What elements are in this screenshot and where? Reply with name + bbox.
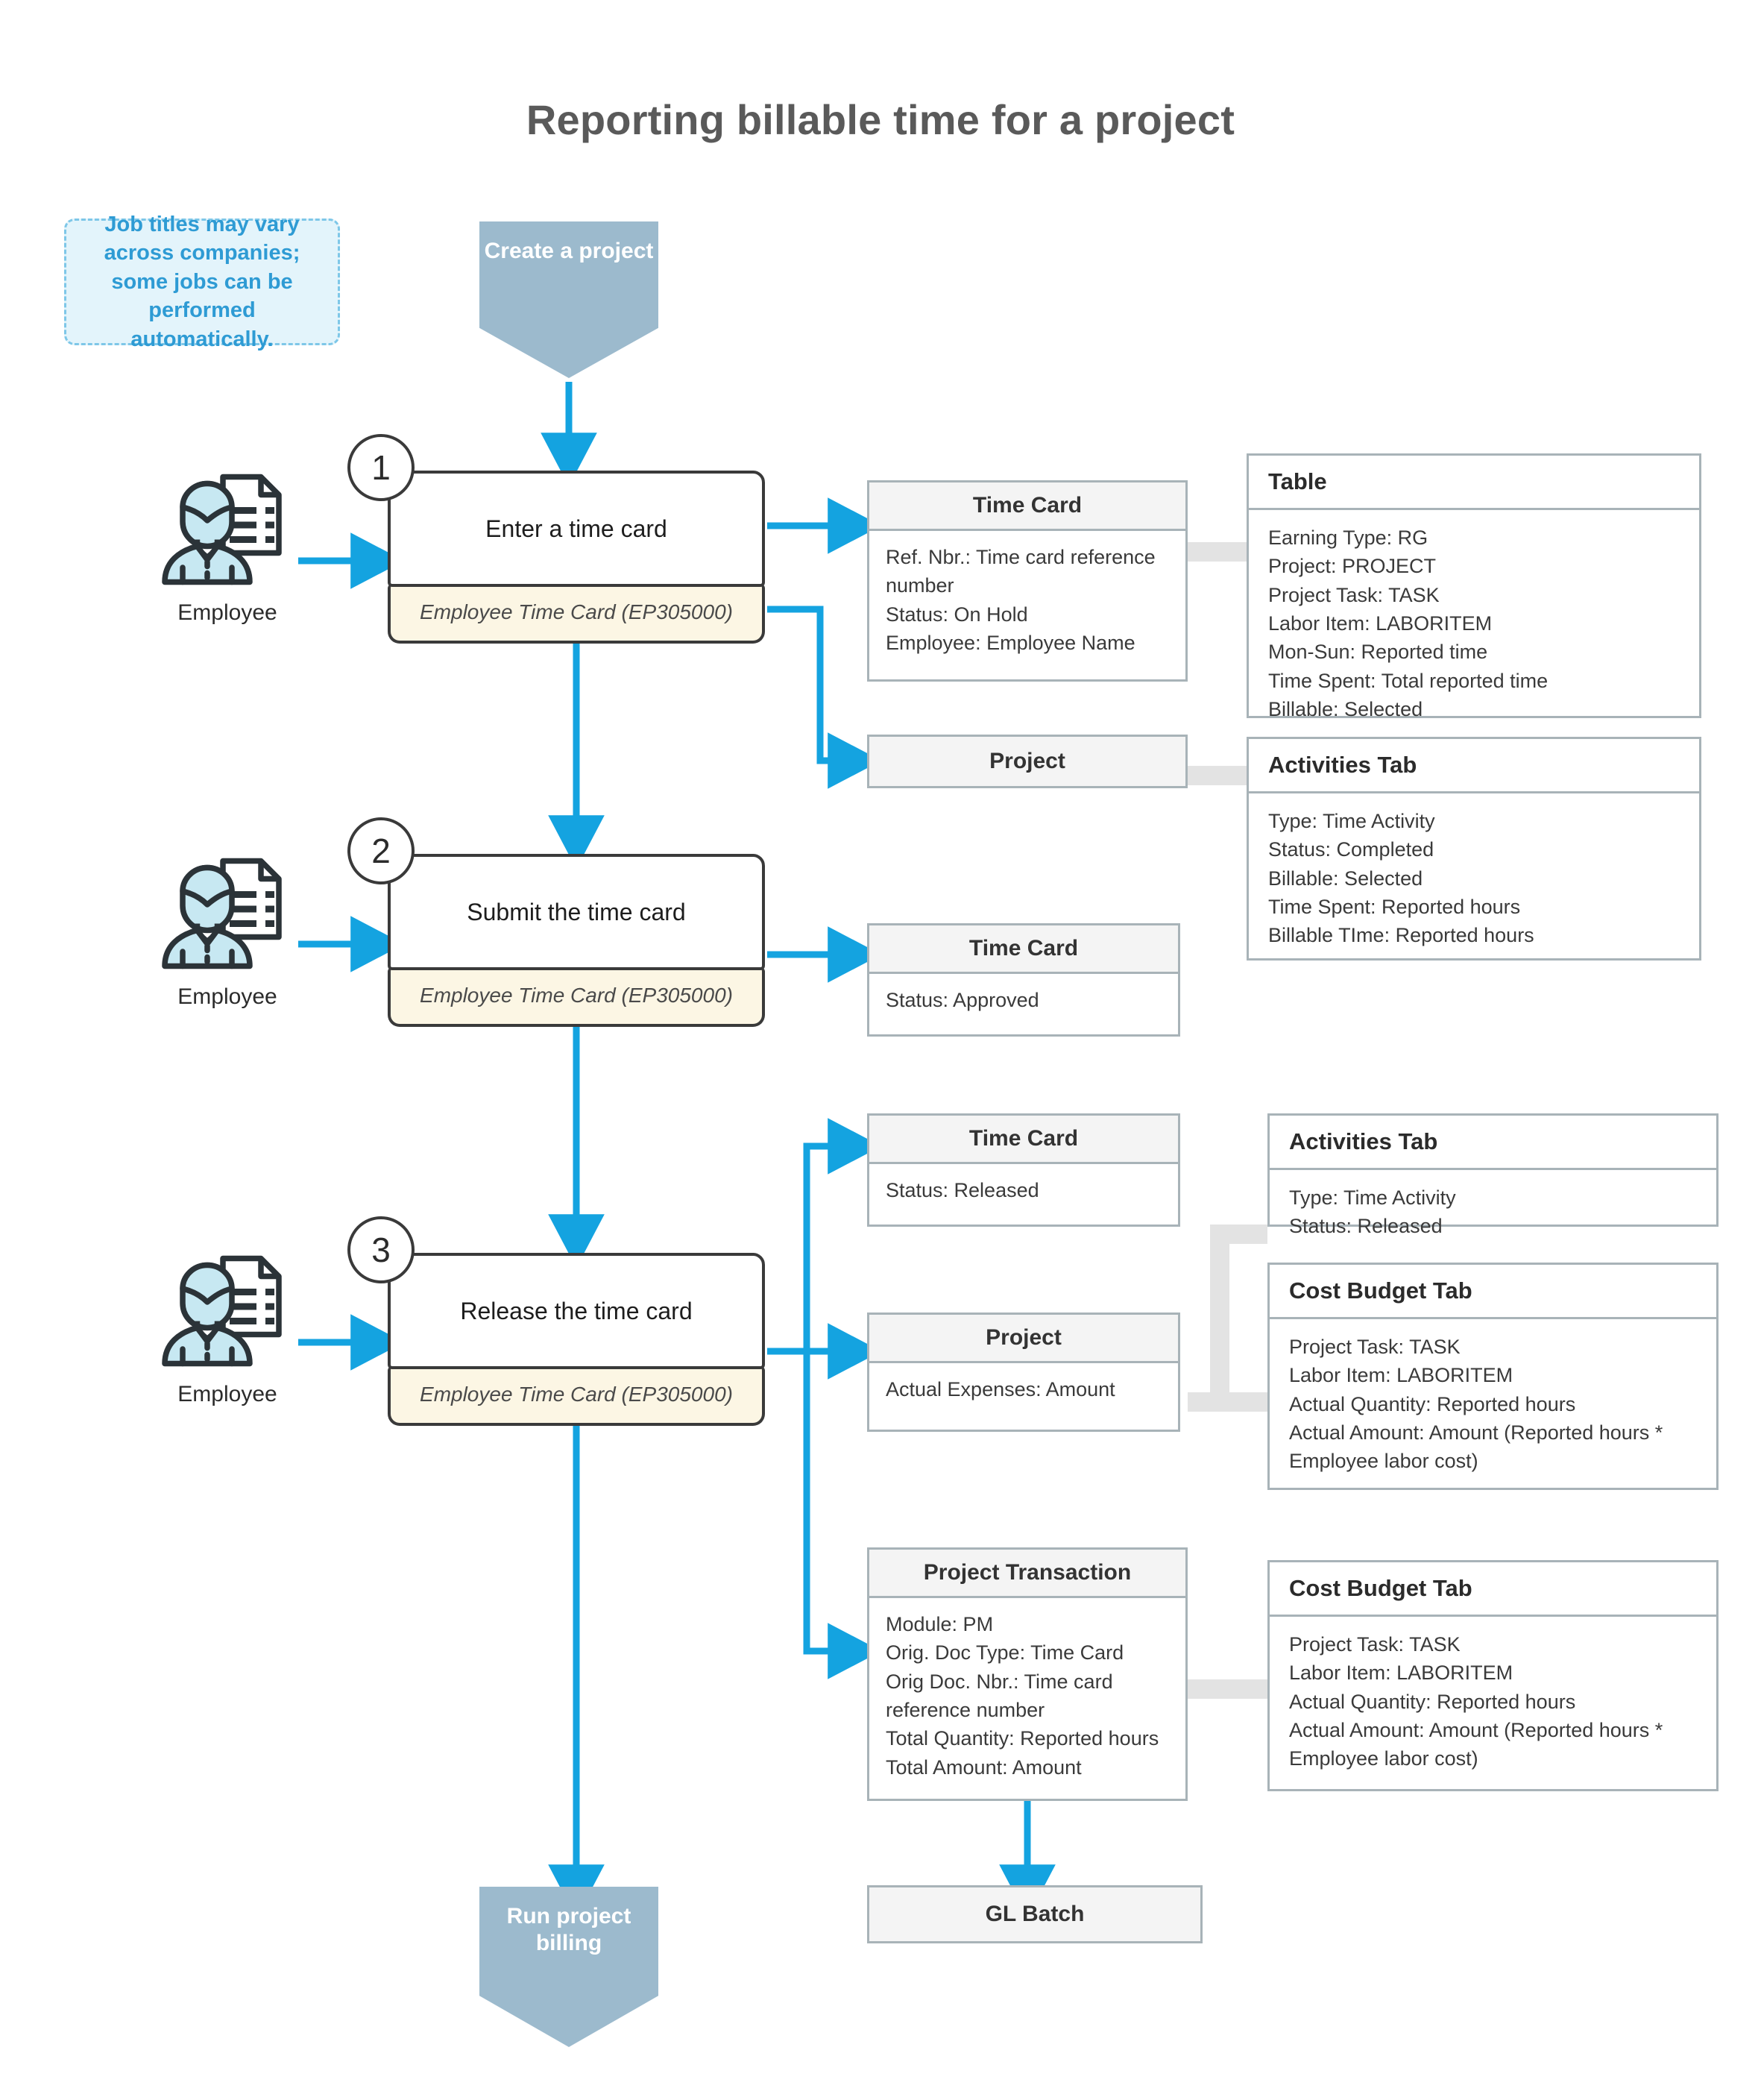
actor-label: Employee — [177, 1382, 277, 1406]
entity-body: Module: PM Orig. Doc Type: Time Card Ori… — [886, 1613, 1159, 1779]
entity-time-card-2: Time Card Status: Approved — [867, 923, 1180, 1037]
step-number-1: 1 — [347, 434, 415, 501]
entity-project-1: Project — [867, 735, 1188, 788]
detail-header: Activities Tab — [1270, 1116, 1716, 1170]
detail-header: Cost Budget Tab — [1270, 1562, 1716, 1617]
detail-body: Type: Time Activity Status: Completed Bi… — [1268, 810, 1534, 947]
step-screen-id: Employee Time Card (EP305000) — [388, 967, 765, 1027]
entity-project-transaction: Project Transaction Module: PM Orig. Doc… — [867, 1547, 1188, 1801]
step-enter-a-time-card[interactable]: Enter a time card Employee Time Card (EP… — [388, 471, 765, 644]
step-release-the-time-card[interactable]: Release the time card Employee Time Card… — [388, 1253, 765, 1426]
entity-header: Time Card — [869, 482, 1185, 531]
detail-header: Cost Budget Tab — [1270, 1265, 1716, 1319]
entity-body: Ref. Nbr.: Time card reference number St… — [886, 546, 1156, 654]
link-step3-to-projecttransaction — [803, 1351, 882, 1679]
entity-gl-batch: GL Batch — [867, 1885, 1203, 1943]
entity-project-3: Project Actual Expenses: Amount — [867, 1312, 1180, 1432]
detail-activities-tab-1: Activities Tab Type: Time Activity Statu… — [1247, 737, 1701, 961]
note-text: Job titles may vary across companies; so… — [104, 212, 300, 351]
actor-employee-2: Employee — [142, 854, 313, 1010]
step-number-3: 3 — [347, 1216, 415, 1283]
entity-header: Project Transaction — [869, 1550, 1185, 1598]
actor-employee-3: Employee — [142, 1251, 313, 1407]
link-step3-to-timecard3 — [767, 1118, 882, 1355]
actor-label: Employee — [177, 984, 277, 1009]
detail-body: Type: Time Activity Status: Released — [1289, 1186, 1456, 1238]
entity-time-card-1: Time Card Ref. Nbr.: Time card reference… — [867, 480, 1188, 682]
banner-create-a-project: Create a project — [479, 221, 658, 378]
link-step1-to-project — [767, 606, 882, 789]
actor-employee-1: Employee — [142, 470, 313, 626]
assoc-step3-activities — [1188, 1225, 1267, 1412]
entity-header: Project — [869, 1315, 1178, 1363]
entity-body: Status: Approved — [886, 989, 1039, 1011]
page-title: Reporting billable time for a project — [526, 96, 1235, 143]
entity-header: Time Card — [869, 925, 1178, 974]
entity-body: Actual Expenses: Amount — [886, 1378, 1115, 1400]
detail-body: Project Task: TASK Labor Item: LABORITEM… — [1289, 1336, 1663, 1473]
entity-header: GL Batch — [869, 1887, 1200, 1941]
detail-header: Table — [1249, 456, 1699, 510]
step-number-2: 2 — [347, 817, 415, 884]
detail-header: Activities Tab — [1249, 739, 1699, 793]
employee-document-icon — [162, 474, 282, 585]
step-screen-id: Employee Time Card (EP305000) — [388, 584, 765, 644]
step-title: Submit the time card — [388, 854, 765, 970]
detail-cost-budget-tab-4: Cost Budget Tab Project Task: TASK Labor… — [1267, 1560, 1719, 1791]
step-submit-the-time-card[interactable]: Submit the time card Employee Time Card … — [388, 854, 765, 1027]
banner-run-project-billing: Run project billing — [479, 1887, 658, 2047]
entity-header: Project — [869, 737, 1185, 786]
entity-body: Status: Released — [886, 1179, 1039, 1201]
detail-cost-budget-tab-3: Cost Budget Tab Project Task: TASK Labor… — [1267, 1263, 1719, 1490]
actor-label: Employee — [177, 600, 277, 625]
detail-body: Project Task: TASK Labor Item: LABORITEM… — [1289, 1633, 1663, 1770]
step-title: Enter a time card — [388, 471, 765, 587]
step-title: Release the time card — [388, 1253, 765, 1369]
entity-time-card-3: Time Card Status: Released — [867, 1113, 1180, 1227]
entity-header: Time Card — [869, 1116, 1178, 1164]
employee-document-icon — [162, 858, 282, 969]
employee-document-icon — [162, 1255, 282, 1367]
step-screen-id: Employee Time Card (EP305000) — [388, 1366, 765, 1426]
detail-table: Table Earning Type: RG Project: PROJECT … — [1247, 453, 1701, 720]
detail-body: Earning Type: RG Project: PROJECT Projec… — [1268, 526, 1549, 720]
detail-activities-tab-3: Activities Tab Type: Time Activity Statu… — [1267, 1113, 1719, 1237]
note-callout: Job titles may vary across companies; so… — [64, 213, 340, 351]
